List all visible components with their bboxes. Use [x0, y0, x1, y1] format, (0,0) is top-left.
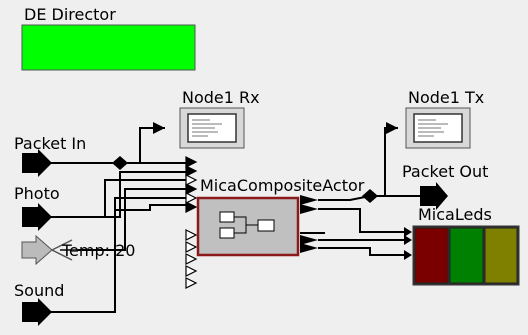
composite-output-ports[interactable] — [300, 195, 318, 253]
photo-label: Photo — [14, 184, 60, 203]
packet-in-label: Packet In — [14, 134, 86, 153]
node1-rx-monitor[interactable]: Node1 Rx — [179, 88, 260, 149]
mica-composite-actor[interactable] — [196, 196, 300, 257]
constant-arrow-icon — [21, 234, 53, 266]
led-green — [449, 227, 484, 284]
director-block — [21, 24, 196, 71]
node1-tx-label: Node1 Tx — [408, 88, 484, 107]
composite-actor-icon — [219, 211, 275, 239]
led-red — [414, 227, 449, 284]
port-sound[interactable]: Sound — [14, 281, 64, 326]
mica-leds-label: MicaLeds — [418, 205, 492, 224]
port-packet-out[interactable]: Packet Out — [402, 162, 488, 210]
led-yellow — [484, 227, 518, 284]
composite-actor-label: MicaCompositeActor — [200, 176, 365, 195]
output-port-arrow-icon — [420, 182, 448, 210]
de-director[interactable]: DE Director — [21, 5, 196, 71]
sound-label: Sound — [14, 281, 64, 300]
relation-diamond[interactable] — [112, 156, 128, 170]
port-packet-in[interactable]: Packet In — [14, 134, 86, 177]
port-photo[interactable]: Photo — [14, 184, 60, 231]
node1-rx-label: Node1 Rx — [182, 88, 260, 107]
input-port-arrow-icon — [22, 203, 52, 231]
temp-label: Temp: 20 — [61, 241, 135, 260]
input-port-arrow-icon — [22, 149, 52, 177]
director-label: DE Director — [24, 5, 116, 24]
relation-diamond[interactable] — [362, 189, 378, 203]
mica-leds-actor[interactable]: MicaLeds — [404, 205, 520, 286]
packet-out-label: Packet Out — [402, 162, 488, 181]
composite-input-ports[interactable] — [185, 156, 198, 289]
node1-tx-monitor[interactable]: Node1 Tx — [405, 88, 484, 149]
composite-actor-box — [196, 196, 300, 257]
temp-constant-actor[interactable]: Temp: 20 — [21, 234, 135, 266]
input-port-arrow-icon — [22, 298, 52, 326]
